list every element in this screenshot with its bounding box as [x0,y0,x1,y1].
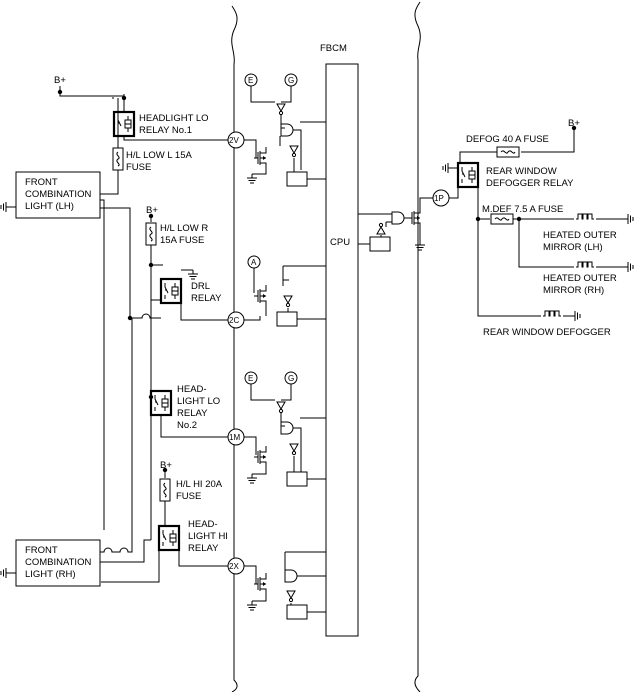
label-rw-defogger: REAR WINDOW DEFOGGER [483,327,611,338]
label-hl-hi-relay-1: HEAD- [188,519,218,530]
label-rw-defog-relay-2: DEFOGGER RELAY [486,178,574,189]
headlight-lo-relay2 [149,389,173,417]
label-fcl-rh-2: COMBINATION [25,557,91,568]
label-hl-low-l-fuse-1: H/L LOW L 15A [126,150,192,161]
label-hl-low-l-fuse-2: FUSE [126,162,151,173]
bplus-label-4: B+ [568,118,580,129]
drl-relay [159,277,183,305]
driver-2x [244,551,326,620]
cpu-label: CPU [330,237,350,248]
right-wiring: B+ [442,118,634,322]
rear-window-defogger-relay [456,161,480,189]
driver-2c: A [244,255,326,327]
driver-2v: E G [244,73,326,187]
bplus-label-3: B+ [160,460,172,471]
connector-2c: 2C [229,316,239,325]
label-mirror-rh-1: HEATED OUTER [543,273,617,284]
label-mdef-fuse: M.DEF 7.5 A FUSE [482,204,563,215]
connector-2v: 2V [229,136,239,145]
label-hl-low-r-fuse-1: H/L LOW R [160,223,208,234]
labels: HEADLIGHT LO RELAY No.1 H/L LOW L 15A FU… [25,113,617,580]
defog-fuse [496,146,520,158]
gate-g-1: G [288,76,294,85]
bplus-label-2: B+ [146,205,158,216]
headlight-lo-relay1 [112,110,136,138]
gate-a: A [251,258,257,267]
label-hl-lo-relay2-1: HEAD- [177,384,207,395]
driver-1p [358,197,433,252]
fbcm-title: FBCM [320,43,347,54]
label-drl-relay-1: DRL [191,281,210,292]
connector-1p: 1P [434,194,444,203]
headlight-hi-relay [157,524,181,552]
connector-1m: 1M [229,433,240,442]
gate-e-1: E [248,76,253,85]
rear-window-defogger [542,310,562,317]
label-fcl-lh-3: LIGHT (LH) [25,201,74,212]
label-fcl-lh-1: FRONT [25,177,58,188]
heated-mirror-lh [575,213,595,220]
label-mirror-lh-1: HEATED OUTER [543,230,617,241]
label-hl-hi-fuse-2: FUSE [176,491,201,502]
fcl-rh-box [15,539,101,587]
cpu-block [325,63,359,637]
bplus-label-1: B+ [54,75,66,86]
label-hl-lo-relay1-2: RELAY No.1 [139,125,192,136]
label-defog-fuse: DEFOG 40 A FUSE [466,134,549,145]
label-hl-lo-relay1-1: HEADLIGHT LO [139,113,209,124]
left-wiring: B+ B+ B+ [0,75,232,587]
label-hl-hi-fuse-1: H/L HI 20A [176,479,223,490]
label-hl-lo-relay2-4: No.2 [177,420,197,431]
fbcm-module: FBCM CPU [231,1,421,692]
heated-mirror-rh [575,261,595,268]
label-drl-relay-2: RELAY [191,293,222,304]
label-fcl-rh-3: LIGHT (RH) [25,569,76,580]
label-fcl-lh-2: COMBINATION [25,189,91,200]
connectors: 2V 2C 1M 2X 1P [227,131,450,575]
gate-e-2: E [248,374,253,383]
hl-hi-fuse [159,478,171,502]
gate-g-2: G [288,374,294,383]
label-hl-lo-relay2-2: LIGHT LO [177,396,220,407]
mdef-fuse [490,213,514,225]
connector-2x: 2X [229,562,239,571]
label-hl-lo-relay2-3: RELAY [177,408,208,419]
label-fcl-rh-1: FRONT [25,545,58,556]
label-mirror-rh-2: MIRROR (RH) [543,285,604,296]
label-hl-hi-relay-2: LIGHT HI [188,531,228,542]
label-hl-hi-relay-3: RELAY [188,543,219,554]
label-mirror-lh-2: MIRROR (LH) [543,242,603,253]
label-rw-defog-relay-1: REAR WINDOW [486,166,557,177]
hl-low-l-fuse [112,147,124,171]
driver-1m: E G [244,371,326,487]
label-hl-low-r-fuse-2: 15A FUSE [160,235,204,246]
fcl-lh-box [15,171,101,219]
hl-low-r-fuse [145,222,157,246]
